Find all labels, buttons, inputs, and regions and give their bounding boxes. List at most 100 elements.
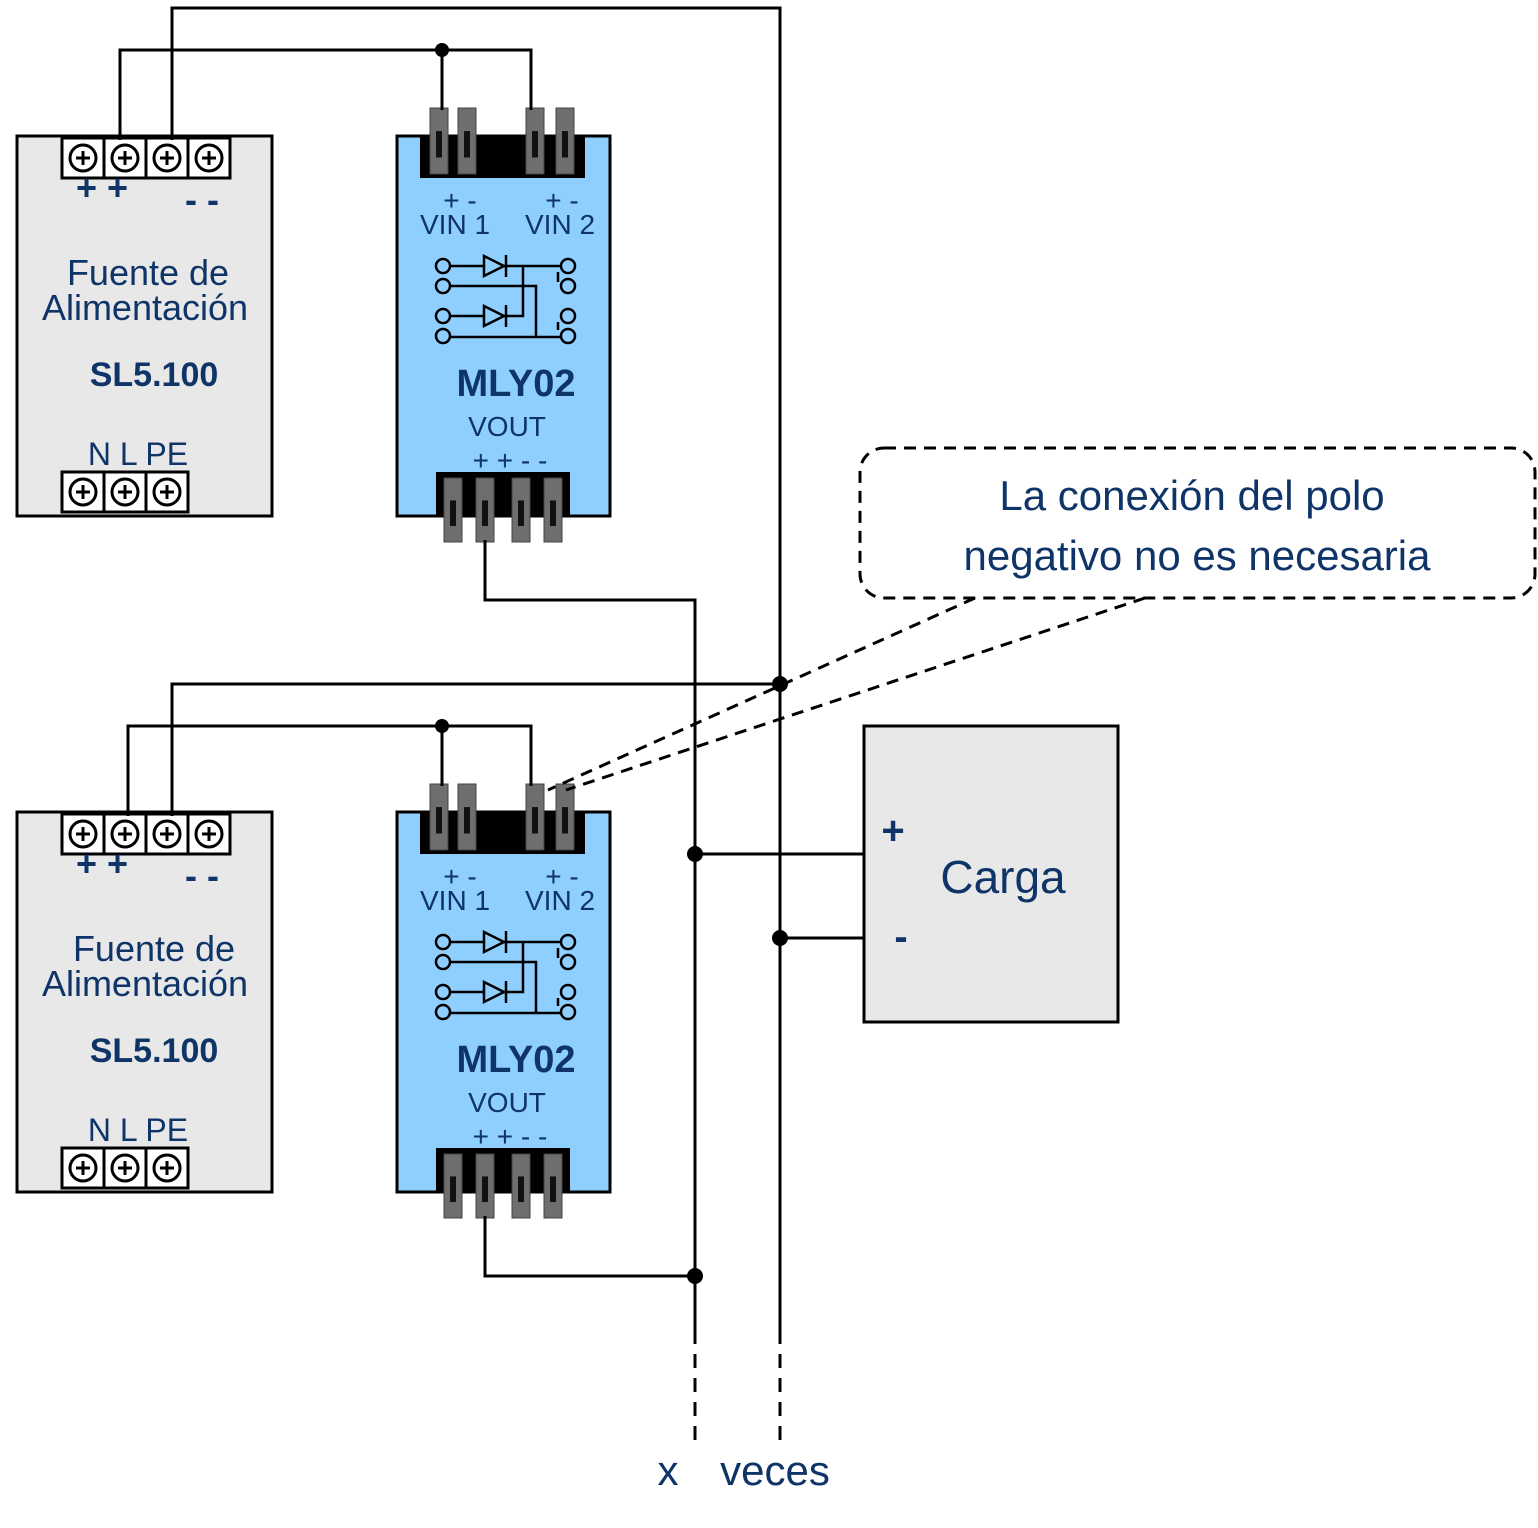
psu-model: SL5.100 xyxy=(90,356,219,394)
psu-model: SL5.100 xyxy=(90,1032,219,1070)
psu-box xyxy=(15,810,274,1194)
terminal-slot xyxy=(464,807,470,834)
callout-line2: negativo no es necesaria xyxy=(964,532,1432,579)
terminal-slot xyxy=(450,1176,456,1202)
wires xyxy=(118,6,864,1440)
screw-cross xyxy=(202,151,216,165)
wire-neg-top xyxy=(170,6,782,1330)
load: + - Carga xyxy=(862,724,1120,1024)
junction-dot xyxy=(772,930,788,946)
wire-vin-top xyxy=(118,48,533,140)
module-box xyxy=(395,810,612,1194)
load-plus: + xyxy=(881,809,904,853)
terminal-circle xyxy=(559,983,577,1001)
vout-polarity: + + - - xyxy=(473,445,548,476)
psu-out-minus-labels: - - xyxy=(185,855,219,896)
junction-dot xyxy=(687,1268,703,1284)
footer-x: x xyxy=(658,1447,679,1494)
load-minus: - xyxy=(894,915,907,959)
vout-polarity: + + - - xyxy=(473,1121,548,1152)
terminal-circle xyxy=(559,953,577,971)
diode-icon xyxy=(482,929,507,955)
wire-out-bottom xyxy=(483,1216,695,1278)
callout: La conexión del polo negativo no es nece… xyxy=(547,446,1537,792)
terminal-slot xyxy=(532,131,538,158)
junctions xyxy=(435,43,788,1284)
screw-cross xyxy=(118,1161,132,1175)
vin2-polarity: + - xyxy=(545,861,578,892)
callout-leader xyxy=(565,596,1146,792)
junction-dot xyxy=(772,676,788,692)
vin1-polarity: + - xyxy=(443,185,476,216)
terminal-slot xyxy=(532,807,538,834)
screw-cross xyxy=(118,827,132,841)
screw-cross xyxy=(202,827,216,841)
psu-out-plus-labels: + + xyxy=(76,843,128,884)
screw-cross xyxy=(160,151,174,165)
screw-cross xyxy=(118,485,132,499)
psu-out-plus-labels: + + xyxy=(76,167,128,208)
screw-cross xyxy=(160,1161,174,1175)
psu-ac-labels: N L PE xyxy=(88,1112,188,1148)
callout-leader xyxy=(547,596,976,792)
screw-cross xyxy=(160,827,174,841)
screw-cross xyxy=(76,151,90,165)
diode-icon xyxy=(482,253,507,279)
terminal-slot xyxy=(450,500,456,526)
psu-out-minus-labels: - - xyxy=(185,179,219,220)
wire-out-top xyxy=(483,540,697,1330)
terminal-slot xyxy=(518,500,524,526)
diode-schematic xyxy=(434,253,577,345)
terminal-slot xyxy=(436,131,442,158)
psu-title-line1: Fuente de xyxy=(67,252,229,293)
terminal-slot xyxy=(550,500,556,526)
vin2-label: VIN 2 xyxy=(525,885,595,916)
footer-veces: veces xyxy=(720,1447,830,1494)
terminal-circle xyxy=(559,307,577,325)
callout-line1: La conexión del polo xyxy=(999,472,1384,519)
screw-cross xyxy=(118,151,132,165)
diode-icon xyxy=(482,303,507,329)
terminal-slot xyxy=(550,1176,556,1202)
terminal-slot xyxy=(482,1176,488,1202)
screw-cross xyxy=(76,1161,90,1175)
psu-title-line2: Alimentación xyxy=(42,287,248,328)
vin2-polarity: + - xyxy=(545,185,578,216)
load-box xyxy=(862,724,1120,1024)
terminal-circle xyxy=(559,277,577,295)
junction-dot xyxy=(435,43,449,57)
junction-dot xyxy=(687,846,703,862)
vin1-label: VIN 1 xyxy=(420,209,490,240)
vin1-label: VIN 1 xyxy=(420,885,490,916)
wire-neg-bottom xyxy=(170,682,780,816)
diode-schematic xyxy=(434,929,577,1021)
psu-title-line2: Alimentación xyxy=(42,963,248,1004)
screw-cross xyxy=(76,485,90,499)
load-label: Carga xyxy=(940,851,1066,903)
screw-cross xyxy=(160,485,174,499)
terminal-slot xyxy=(482,500,488,526)
vout-label: VOUT xyxy=(468,1087,546,1118)
terminal-slot xyxy=(562,807,568,834)
module-model: MLY02 xyxy=(457,363,576,405)
psu-box xyxy=(15,134,274,518)
diode-icon xyxy=(482,979,507,1005)
terminal-slot xyxy=(464,131,470,158)
psu-ac-labels: N L PE xyxy=(88,436,188,472)
vout-label: VOUT xyxy=(468,411,546,442)
psu-title-line1: Fuente de xyxy=(73,928,235,969)
module-model: MLY02 xyxy=(457,1039,576,1081)
screw-cross xyxy=(76,827,90,841)
wire-vin-bottom xyxy=(126,724,533,816)
vin2-label: VIN 2 xyxy=(525,209,595,240)
terminal-slot xyxy=(518,1176,524,1202)
terminal-slot xyxy=(562,131,568,158)
junction-dot xyxy=(435,719,449,733)
